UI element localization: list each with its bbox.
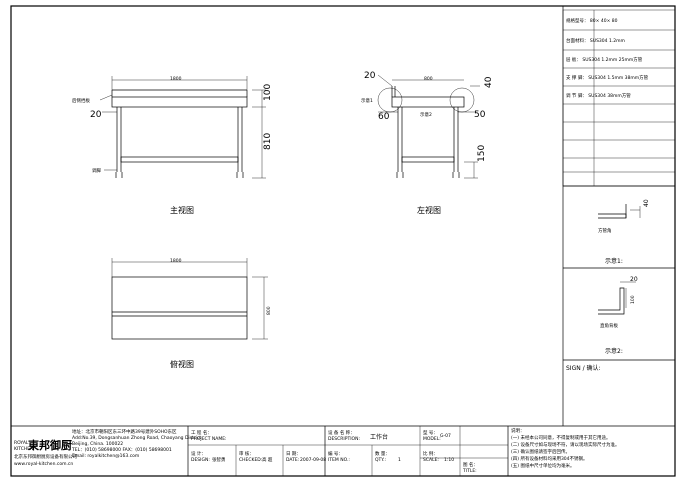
sheet-border — [10, 5, 676, 477]
detail-2-dim-20: 20 — [630, 276, 638, 283]
left-dim-60: 60 — [378, 112, 390, 122]
company-cn: 北京东邦御厨厨房设备有限公司 — [14, 453, 77, 460]
front-shelf — [120, 156, 239, 163]
note-1: (二) 设备尺寸如与现场不符，请以现场实际尺寸为准。 — [511, 441, 619, 448]
item-label: 编 号： — [328, 450, 343, 457]
notes-label: 说明： — [511, 427, 525, 434]
top-outline — [111, 276, 248, 340]
addr-line-3: Beijing, China. 100022 — [72, 441, 123, 447]
addr-line-1: 地址：北京市朝阳区东三环中路39号建外SOHO东区 — [72, 428, 177, 435]
front-dim-20: 20 — [90, 110, 102, 120]
sign-label: SIGN / 确认: — [566, 364, 601, 372]
check-label: 审 核： — [239, 450, 254, 457]
front-dim-width: 1800 — [170, 76, 182, 82]
desc-label: 设 备 名 称： — [328, 429, 355, 436]
front-top-rail — [111, 96, 248, 108]
spec-row-3: 支 撑 脚： SUS304 1.5mm 38mm方管 — [566, 74, 649, 81]
spec-row-2: 层 板： SUS304 1.2mm 25mm方管 — [566, 56, 643, 63]
spec-table: 规格型号： 80× 40× 80 台面材料： SUS304 1.2mm 层 板：… — [562, 9, 676, 187]
title-label: 图 名： — [463, 461, 478, 468]
top-view-title: 俯视图 — [170, 359, 194, 369]
model-en: MODEL: — [423, 436, 441, 442]
detail-2-caption: 直角背板 — [600, 322, 618, 329]
date-en: DATE: — [286, 457, 299, 463]
logo-cn: 東邦御厨 — [28, 438, 72, 452]
left-dim-40: 40 — [484, 76, 494, 88]
qty-en: QTY.: — [375, 457, 386, 463]
logo-royal: ROYAL — [14, 440, 29, 446]
check-en: CHECKED: — [239, 457, 262, 463]
left-top — [391, 96, 465, 108]
note-0: (一) 未经本公司同意，不得复制或用于其它用途。 — [511, 434, 610, 441]
front-label-backsplash: 后侧挡板 — [72, 97, 90, 104]
front-dim-810: 810 — [263, 133, 273, 150]
front-dim-100: 100 — [263, 84, 273, 101]
note-2: (三) 确认图纸请签字后回传。 — [511, 448, 570, 455]
detail-1-caption: 方管角 — [598, 227, 612, 234]
date-label: 日 期： — [286, 451, 301, 457]
left-dim-top: 800 — [424, 76, 433, 82]
tel-line: TEL：(010) 58698000 FAX：(010) 58698001 — [71, 447, 172, 453]
company-web: www.royal-kitchen.com.cn — [14, 461, 73, 467]
title-en: TITLE: — [462, 468, 477, 474]
spec-row-1: 台面材料： SUS304 1.2mm — [566, 37, 625, 44]
note-4: (五) 图纸中尺寸单位均为毫米。 — [511, 462, 574, 469]
design-en: DESIGN: — [191, 457, 210, 463]
detail-2-title: 示意2: — [605, 347, 623, 355]
model-value: G-07 — [440, 433, 451, 439]
date-value: 2007-09-08 — [300, 457, 326, 463]
detail-1-title: 示意1: — [605, 257, 623, 265]
top-view: 1800 800 俯视图 — [111, 258, 272, 369]
front-view-title: 主视图 — [170, 205, 194, 215]
qty-label: 数 量： — [375, 450, 390, 457]
detail-1-dim: 40 — [643, 199, 650, 207]
left-view-title: 左视图 — [417, 205, 441, 215]
desc-en: DESCRIPTION: — [328, 436, 360, 442]
spec-row-4: 调 节 脚： SUS304 38mm方管 — [566, 92, 631, 99]
left-callout-1: 示意1 — [361, 97, 373, 104]
left-dim-top-20: 20 — [364, 71, 376, 81]
item-en: ITEM NO.: — [328, 457, 350, 463]
scale-label: 比 例： — [423, 450, 438, 457]
title-block: ROYAL KITCHEN 東邦御厨 北京东邦御厨厨房设备有限公司 www.ro… — [14, 426, 619, 476]
project-en: PROJECT NAME: — [191, 436, 227, 442]
email-line: Email: royalkitchen@163.com — [72, 453, 139, 459]
design-label: 设 计： — [191, 450, 206, 457]
front-label-foot: 调脚 — [92, 167, 101, 174]
scale-value: 1:10 — [444, 457, 454, 463]
detail-2-dim-100: 100 — [630, 295, 636, 304]
desc-value: 工作台 — [370, 433, 388, 441]
left-dim-50: 50 — [474, 110, 486, 120]
design-value: 张智勇 — [212, 456, 226, 463]
top-dim-width: 1800 — [170, 258, 182, 264]
left-view: 800 20 40 60 50 150 示意1 示意2 左视图 — [361, 71, 494, 215]
qty-value: 1 — [398, 457, 401, 463]
left-callout-2: 示意2 — [420, 111, 432, 118]
addr-line-2: Add:No.39, Dongsanhuan Zhong Road, Chaoy… — [72, 435, 201, 441]
spec-row-0: 规格型号： 80× 40× 80 — [566, 17, 618, 24]
left-callout-circle-2 — [449, 87, 475, 113]
left-dim-150: 150 — [477, 145, 487, 162]
check-value: 高 超 — [262, 456, 273, 463]
logo-kitchen: KITCHEN — [14, 446, 34, 452]
left-callout-circle-1 — [377, 87, 403, 113]
model-label: 型 号： — [423, 429, 438, 436]
top-dim-depth: 800 — [266, 306, 272, 315]
detail-1: 40 方管角 示意1: — [563, 185, 675, 269]
detail-2: 20 100 直角背板 示意2: — [563, 276, 675, 361]
project-label: 工 程 名： — [191, 429, 212, 436]
note-3: (四) 所有设备材料均采用304不锈钢。 — [511, 455, 588, 462]
scale-en: SCALE: — [423, 457, 439, 463]
front-view: 1800 100 810 20 后侧挡板 调脚 主视图 — [72, 76, 273, 215]
